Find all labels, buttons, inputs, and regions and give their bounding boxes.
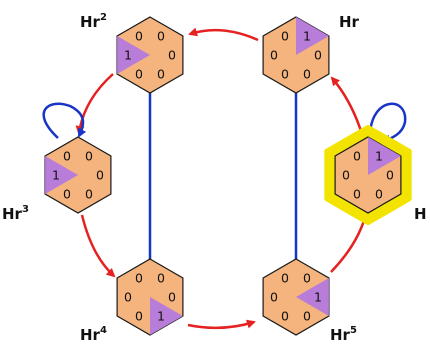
cell-label-hr5-1: 1 xyxy=(314,290,322,305)
cell-label-hr2-5: 0 xyxy=(135,28,143,43)
cell-label-hr-3: 0 xyxy=(281,67,289,82)
marked-triangle-hr2 xyxy=(117,36,150,74)
cell-label-hr-0: 1 xyxy=(303,28,311,43)
cell-label-hr4-2: 1 xyxy=(157,309,165,324)
cell-label-hr5-2: 0 xyxy=(303,309,311,324)
cell-label-hr-4: 0 xyxy=(270,48,278,63)
arrow-hr-to-hr2 xyxy=(188,27,259,42)
label-hr2: Hr2 xyxy=(80,12,107,31)
cell-label-hr2-0: 0 xyxy=(157,28,165,43)
cell-label-hr4-5: 0 xyxy=(135,270,143,285)
cell-label-hr3-1: 0 xyxy=(96,168,104,183)
arrow-h-to-hr xyxy=(330,76,364,135)
cell-label-hr-5: 0 xyxy=(281,28,289,43)
cell-label-hr4-0: 0 xyxy=(157,270,165,285)
arrow-hr2-to-hr3 xyxy=(75,73,114,135)
self-loop-h xyxy=(368,102,407,144)
cell-label-hr5-5: 0 xyxy=(281,270,289,285)
cell-label-hr3-3: 0 xyxy=(63,187,71,202)
arrow-hr3-to-hr4 xyxy=(80,214,116,278)
cell-label-h-4: 0 xyxy=(342,168,350,183)
label-hr5: Hr5 xyxy=(330,325,357,344)
cell-label-hr5-4: 0 xyxy=(270,290,278,305)
cell-label-hr3-4: 1 xyxy=(52,168,60,183)
cell-label-h-2: 0 xyxy=(375,187,383,202)
cell-label-hr4-4: 0 xyxy=(124,290,132,305)
cell-label-hr2-2: 0 xyxy=(157,67,165,82)
label-hr4: Hr4 xyxy=(80,325,107,344)
cell-label-hr-1: 0 xyxy=(314,48,322,63)
cell-label-hr3-0: 0 xyxy=(85,148,93,163)
marked-triangle-hr4 xyxy=(150,297,183,335)
cell-label-h-0: 1 xyxy=(375,148,383,163)
marked-triangle-hr xyxy=(296,17,329,55)
cell-label-hr5-3: 0 xyxy=(281,309,289,324)
cell-label-hr5-0: 0 xyxy=(303,270,311,285)
cell-label-h-5: 0 xyxy=(353,148,361,163)
cell-label-hr2-4: 1 xyxy=(124,48,132,63)
self-loop-hr3 xyxy=(42,102,87,139)
arrow-hr5-to-h xyxy=(330,212,369,273)
cell-label-hr-2: 0 xyxy=(303,67,311,82)
cell-label-hr3-5: 0 xyxy=(63,148,71,163)
cell-label-hr2-1: 0 xyxy=(168,48,176,63)
cell-label-hr4-1: 0 xyxy=(168,290,176,305)
label-h: H xyxy=(414,205,427,223)
arrow-hr4-to-hr5 xyxy=(187,319,256,330)
marked-triangle-h xyxy=(368,137,401,175)
cell-label-h-1: 0 xyxy=(386,168,394,183)
marked-triangle-hr5 xyxy=(296,278,329,316)
marked-triangle-hr3 xyxy=(45,156,78,194)
cell-label-hr2-3: 0 xyxy=(135,67,143,82)
label-hr: Hr xyxy=(339,13,360,31)
cell-label-h-3: 0 xyxy=(353,187,361,202)
cell-label-hr3-2: 0 xyxy=(85,187,93,202)
cell-label-hr4-3: 0 xyxy=(135,309,143,324)
label-hr3: Hr3 xyxy=(2,204,29,223)
